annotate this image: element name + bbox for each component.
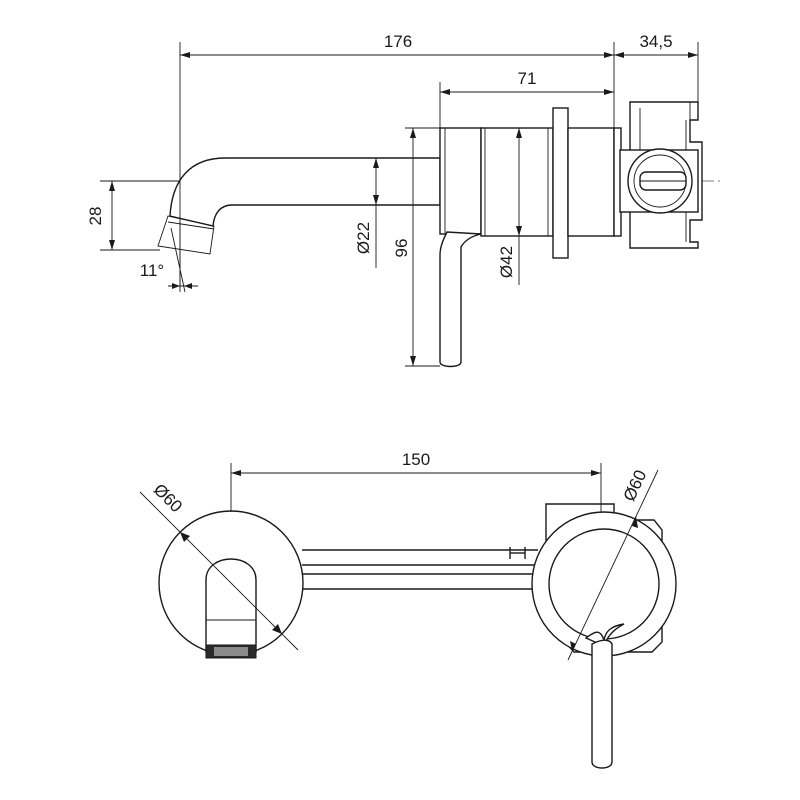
spout	[157, 157, 441, 255]
dim-176-label: 176	[384, 32, 412, 51]
dim-diameter-22-label: Ø22	[354, 222, 373, 254]
dim-28-label: 28	[86, 207, 105, 226]
dim-34-5-label: 34,5	[639, 32, 672, 51]
dim-diameter-22: Ø22	[354, 157, 384, 268]
dim-28: 28	[86, 180, 180, 251]
handle-lever	[439, 231, 482, 368]
dim-diameter-42: Ø42	[497, 128, 522, 285]
top-view: 150 Ø60 Ø60	[139, 450, 677, 769]
handle-lever-top	[591, 639, 613, 769]
dim-96: 96	[392, 127, 440, 367]
dim-150-label: 150	[402, 450, 430, 469]
mixer-body	[439, 107, 622, 259]
dim-diameter-60-spout-label: Ø60	[150, 480, 186, 516]
dim-angle-11-label: 11°	[140, 261, 164, 280]
backbox	[619, 101, 703, 249]
dim-71-label: 71	[518, 69, 537, 88]
dim-176: 176	[179, 32, 615, 288]
dim-71: 71	[439, 69, 614, 128]
dim-96-label: 96	[392, 239, 411, 258]
dim-diameter-60-handle-label: Ø60	[620, 467, 651, 504]
dim-angle-11: 11°	[140, 222, 198, 293]
dim-34-5: 34,5	[614, 32, 699, 102]
body-bar	[302, 547, 538, 590]
side-view: 176 34,5 71 28	[86, 32, 722, 368]
dim-diameter-42-label: Ø42	[497, 246, 516, 278]
dim-150: 150	[230, 450, 602, 512]
